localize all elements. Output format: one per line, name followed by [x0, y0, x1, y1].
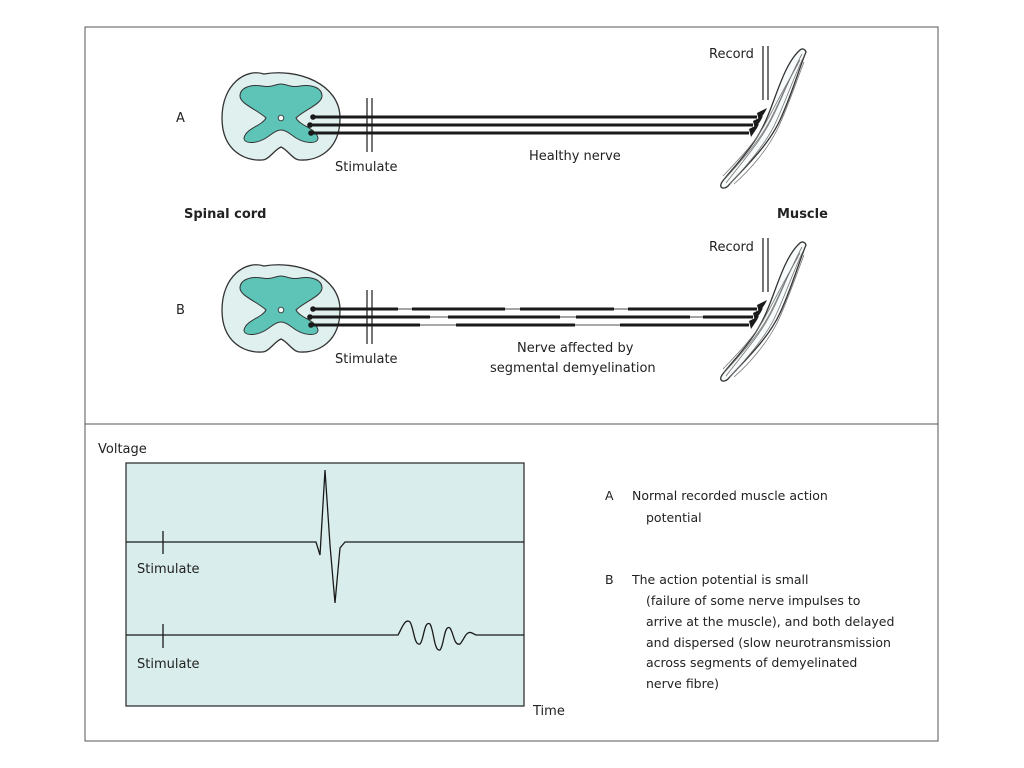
legend-a-letter: A: [605, 488, 614, 503]
legend-a-line1: Normal recorded muscle action: [632, 488, 828, 503]
panel-a: A Stimulate Healthy nerve: [176, 46, 807, 189]
panel-b-letter: B: [176, 303, 185, 318]
record-electrode-b: [762, 238, 769, 292]
panel-b: B: [176, 238, 807, 382]
trace-a-stimulate-label: Stimulate: [137, 562, 200, 577]
record-electrode-a: [762, 46, 769, 100]
trace-b: [126, 620, 524, 651]
record-label-b: Record: [709, 240, 754, 255]
panel-a-letter: A: [176, 111, 185, 126]
legend-b-line3: arrive at the muscle), and both delayed: [646, 614, 894, 629]
trace-background: [125, 462, 525, 707]
healthy-nerve-fibres: [310, 115, 757, 135]
legend-b-line2: (failure of some nerve impulses to: [646, 593, 860, 608]
healthy-nerve-label: Healthy nerve: [529, 149, 621, 164]
trace-a: [126, 469, 524, 604]
legend-b-line6: nerve fibre): [646, 676, 719, 691]
stimulate-electrode-a: [366, 98, 373, 152]
muscle-a: [720, 48, 807, 189]
legend-b-line5: across segments of demyelinated: [646, 655, 857, 670]
muscle-b: [720, 241, 807, 382]
demyelinated-nerve-label-line2: segmental demyelination: [490, 361, 656, 376]
spinal-cord-label: Spinal cord: [184, 207, 267, 222]
legend-b-letter: B: [605, 572, 614, 587]
record-label-a: Record: [709, 47, 754, 62]
stimulate-electrode-b: [366, 290, 373, 344]
time-axis-label: Time: [532, 704, 565, 719]
demyelinated-segments: [398, 308, 703, 326]
demyelinated-nerve-fibres: [310, 307, 757, 327]
legend-a-line2: potential: [646, 510, 702, 525]
legend: A Normal recorded muscle action potentia…: [605, 488, 894, 691]
voltage-axis-label: Voltage: [98, 442, 147, 457]
trace-b-stimulate-label: Stimulate: [137, 657, 200, 672]
legend-b-line1: The action potential is small: [631, 572, 809, 587]
demyelinated-nerve-label-line1: Nerve affected by: [517, 341, 634, 356]
trace-panel: Voltage Stimulate Stimulate Time: [98, 442, 565, 719]
stimulate-label-a: Stimulate: [335, 160, 398, 175]
spinal-cord-section-b: [221, 264, 341, 353]
legend-b-line4: and dispersed (slow neurotransmission: [646, 635, 891, 650]
stimulate-label-b: Stimulate: [335, 352, 398, 367]
muscle-label: Muscle: [777, 207, 828, 222]
lower-panel-frame: [84, 423, 939, 742]
